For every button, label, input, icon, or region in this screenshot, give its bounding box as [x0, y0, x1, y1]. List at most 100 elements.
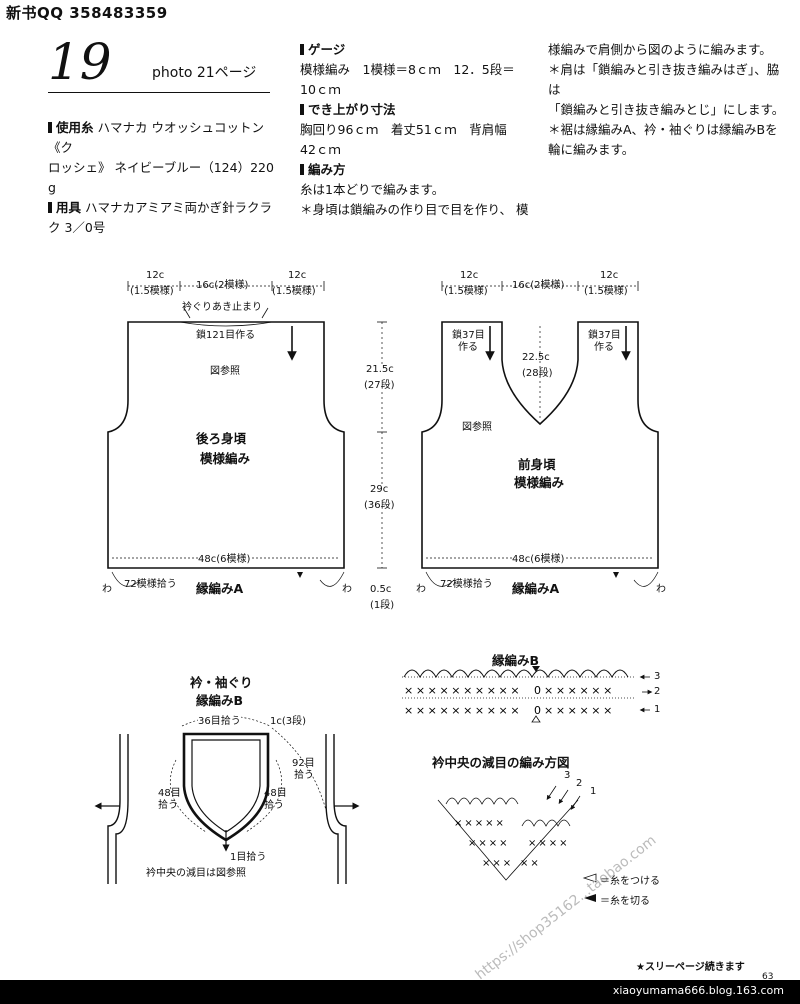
method-line-6: ＊裾は縁編みA、衿・袖ぐりは縁編みBを — [548, 122, 778, 137]
photo-reference: photo 21ページ — [152, 65, 257, 81]
edging-arm-pick-1: 92目 — [292, 758, 315, 769]
collar-v — [182, 732, 270, 842]
picot-row — [403, 669, 629, 679]
method-line-3: 様編みで肩側から図のように編みます。 — [548, 42, 772, 57]
method-line-1: 糸は1本どりで編みます。 — [300, 182, 445, 197]
front-top-left-sub: (1.5模様) — [444, 286, 488, 297]
front-top-right: 12c — [600, 270, 619, 281]
length-upper-rows: (27段) — [364, 376, 395, 391]
decrease-chart-title: 衿中央の減目の編み方図 — [432, 755, 570, 770]
method-line-5: 「鎖編みと引き抜き編みとじ」にします。 — [548, 102, 785, 117]
decrease-num-1: 1 — [590, 786, 597, 797]
back-neck-mark: 衿ぐりあき止まり — [182, 302, 262, 313]
edging-center-note: 衿中央の減目は図参照 — [146, 868, 246, 879]
method-line-2: ＊身頃は鎖編みの作り目で目を作り、 模 — [300, 202, 529, 217]
front-top-right-sub: (1.5模様) — [584, 286, 628, 297]
yarn-line-3: g — [48, 180, 56, 195]
front-chain-right-1: 鎖37目 — [588, 330, 621, 341]
front-neck-depth: 22.5c — [522, 352, 550, 363]
back-top-mid: 16c(2模様) — [196, 280, 249, 291]
front-neck-depth-rows: (28段) — [522, 368, 553, 379]
decrease-num-2: 2 — [576, 778, 583, 789]
method-continued: 様編みで肩側から図のように編みます。 ＊肩は「鎖編みと引き抜き編みはぎ」、脇は … — [548, 40, 788, 160]
svg-text:××: ×× — [520, 858, 541, 869]
gauge-line-1: 模様編み 1模様＝8ｃｍ 12．5段＝ — [300, 62, 515, 77]
back-title: 後ろ身頃 — [196, 431, 247, 446]
decrease-num-3: 3 — [564, 770, 571, 781]
chart-b-row-1: 1 — [654, 704, 661, 715]
length-border-rows: (1段) — [370, 600, 395, 611]
front-pick: 72模様拾う — [440, 579, 493, 590]
materials-block: 使用糸 ハマナカ ウオッシュコットン《ク ロッシェ》 ネイビーブルー（124）2… — [48, 118, 278, 238]
back-chain: 鎖121目作る — [196, 330, 256, 341]
front-width: 48c(6模様) — [512, 550, 565, 565]
chart-border-b — [402, 676, 636, 699]
watermark: https://shop35162...taobao.com — [473, 832, 660, 983]
back-loop-left: わ — [102, 584, 112, 595]
edging-neck-pick: 36目拾う — [198, 712, 241, 727]
yarn-heading: 使用糸 — [48, 120, 94, 135]
gauge-heading: ゲージ — [300, 40, 540, 60]
edging-row-note: 1c(3段) — [270, 716, 307, 727]
page-number: 63 — [762, 972, 774, 982]
tool-line-1: ハマナカアミアミ両かぎ針ラクラ — [85, 200, 273, 215]
edging-right-pick-2: 拾う — [264, 800, 284, 811]
edging-title: 衿・袖ぐり — [190, 675, 253, 690]
back-top-right-sub: (1.5模様) — [272, 286, 316, 297]
front-loop-left: わ — [416, 584, 426, 595]
size-heading: でき上がり寸法 — [300, 100, 540, 120]
gauge-line-2: 10ｃｍ — [300, 82, 341, 97]
front-chain-left-1: 鎖37目 — [452, 330, 485, 341]
front-top-left: 12c — [460, 270, 479, 281]
front-chain-right-2: 作る — [594, 342, 614, 353]
header-rule — [48, 92, 270, 93]
back-border: 縁編みA — [196, 581, 244, 596]
chart-b-row-2: 2 — [654, 686, 661, 697]
svg-text:0: 0 — [534, 684, 541, 697]
footer-site: xiaoyumama666.blog.163.com — [612, 984, 784, 997]
method-heading: 編み方 — [300, 160, 540, 180]
method-line-4: ＊肩は「鎖編みと引き抜き編みはぎ」、脇は — [548, 62, 780, 97]
svg-text:××××××××××: ×××××××××× — [404, 704, 522, 717]
back-width: 48c(6模様) — [198, 550, 251, 565]
edging-arm-pick-2: 拾う — [294, 770, 314, 781]
size-line-2: 42ｃｍ — [300, 142, 341, 157]
edging-outline-outer — [107, 734, 347, 884]
method-line-7: 輪に編みます。 — [548, 142, 635, 157]
front-body-outline — [421, 321, 659, 569]
tool-heading: 用具 — [48, 200, 81, 215]
length-lower: 29c — [370, 484, 389, 495]
svg-text:××××××: ×××××× — [544, 684, 615, 697]
decrease-chart — [437, 797, 579, 881]
svg-text:×××××: ××××× — [454, 818, 506, 829]
chart-b-title: 縁編みB — [492, 653, 540, 668]
length-border: 0.5c — [370, 584, 392, 595]
edging-center-pick: 1目拾う — [230, 852, 267, 863]
length-lower-rows: (36段) — [364, 496, 395, 511]
front-stitch: 模様編み — [514, 475, 565, 490]
edging-left-pick-2: 拾う — [158, 800, 178, 811]
size-line-1: 胸回り96ｃｍ 着丈51ｃｍ 背肩幅 — [300, 122, 507, 137]
yarn-line-2: ロッシェ》 ネイビーブルー（124）220 — [48, 160, 274, 175]
chart-b-row-3: 3 — [654, 671, 661, 682]
continued-note: ★スリーページ続きます — [636, 962, 745, 973]
svg-text:0: 0 — [534, 704, 541, 717]
back-loop-right: わ — [342, 584, 352, 595]
front-loop-right: わ — [656, 584, 666, 595]
svg-text:×××: ××× — [482, 858, 513, 869]
front-top-mid: 16c(2模様) — [512, 280, 565, 291]
back-pick: 72模様拾う — [124, 579, 177, 590]
front-chain-left-2: 作る — [458, 342, 478, 353]
edging-right-pick-1: 48目 — [264, 788, 287, 799]
length-upper: 21.5c — [366, 364, 394, 375]
front-title: 前身頃 — [518, 457, 556, 472]
footer-bar: xiaoyumama666.blog.163.com — [0, 980, 800, 1004]
front-border: 縁編みA — [512, 581, 560, 596]
legend-attach: ＝糸をつける — [600, 876, 660, 887]
legend-cut: ＝糸を切る — [600, 896, 650, 907]
pattern-number: 19 — [48, 33, 112, 91]
spec-block: ゲージ 模様編み 1模様＝8ｃｍ 12．5段＝ 10ｃｍ でき上がり寸法 胸回り… — [300, 40, 540, 220]
back-top-right: 12c — [288, 270, 307, 281]
edging-left-pick-1: 48目 — [158, 788, 181, 799]
